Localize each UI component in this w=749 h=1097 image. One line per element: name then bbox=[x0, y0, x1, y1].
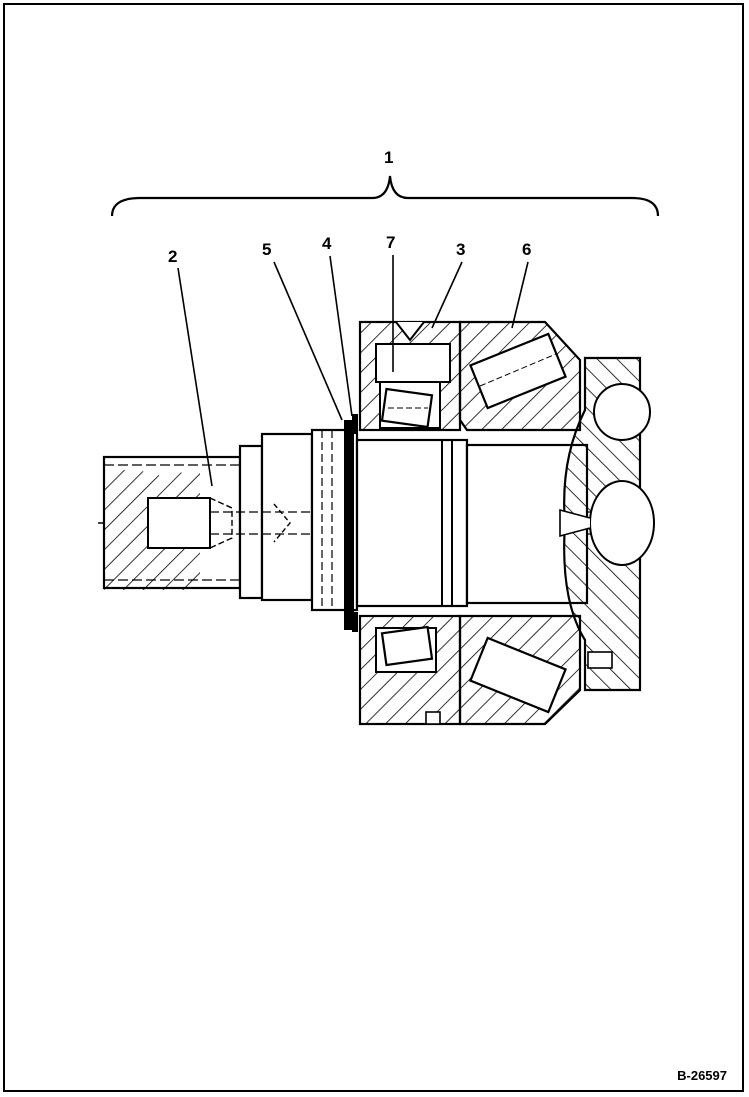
callout-6: 6 bbox=[522, 240, 531, 259]
washer bbox=[344, 420, 354, 630]
lower-right-housing bbox=[458, 614, 582, 726]
leader-lines bbox=[177, 255, 529, 487]
callout-7: 7 bbox=[386, 233, 395, 252]
callout-1: 1 bbox=[384, 148, 393, 167]
lower-left-housing bbox=[358, 614, 462, 726]
figure-id: B-26597 bbox=[677, 1068, 727, 1083]
bearing-cone bbox=[379, 381, 441, 429]
assembly-brace bbox=[110, 175, 660, 217]
callout-3: 3 bbox=[456, 240, 465, 259]
upper-left-housing bbox=[358, 320, 462, 432]
motor-housing bbox=[559, 356, 655, 692]
snap-ring bbox=[352, 414, 358, 434]
callout-2: 2 bbox=[168, 247, 177, 266]
callout-5: 5 bbox=[262, 240, 271, 259]
housing bbox=[458, 320, 582, 432]
callout-4: 4 bbox=[322, 234, 332, 253]
